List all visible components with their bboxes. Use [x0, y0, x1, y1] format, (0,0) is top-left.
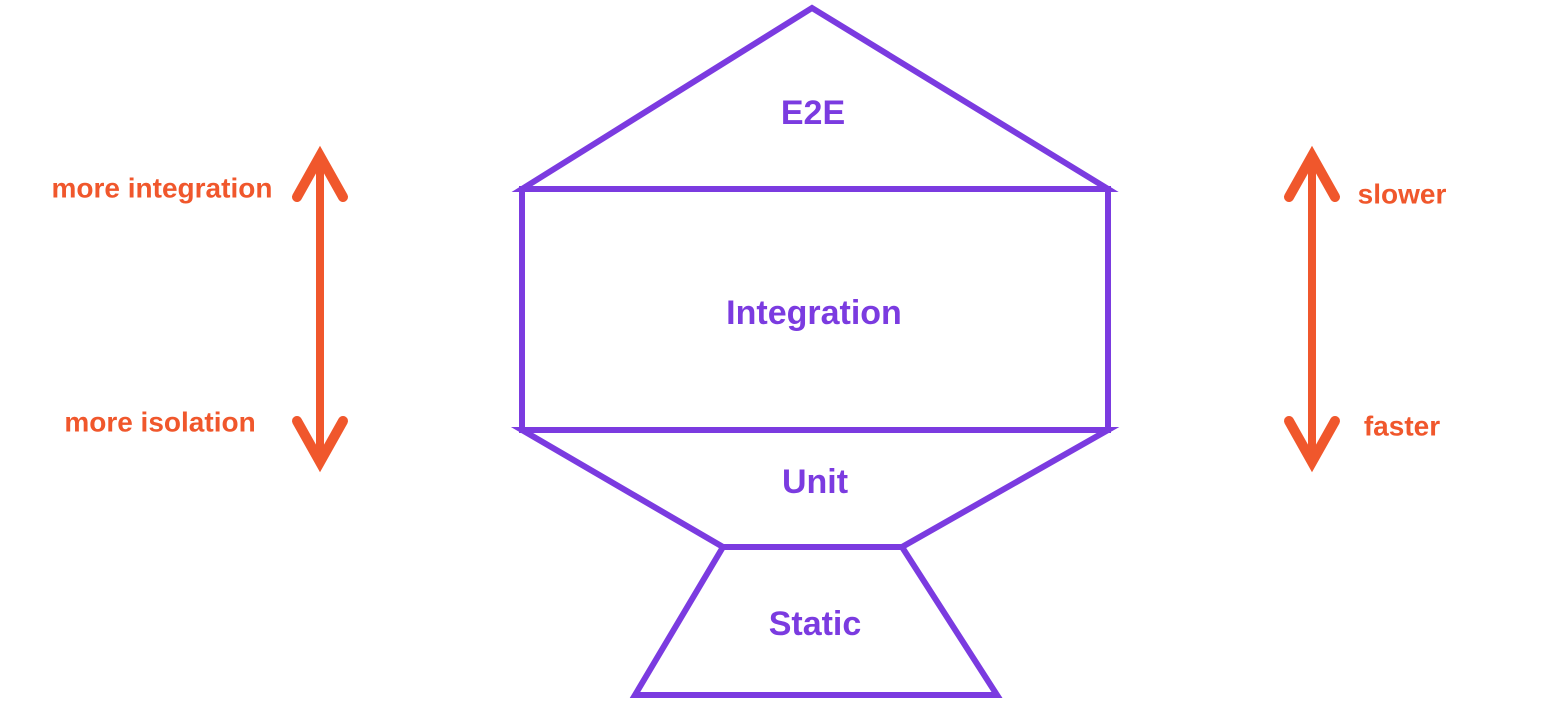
unit-label: Unit	[782, 463, 848, 501]
static-trapezoid	[629, 544, 1003, 698]
integration-label: Integration	[726, 294, 902, 332]
more-isolation-label: more isolation	[64, 407, 255, 438]
faster-label: faster	[1364, 411, 1440, 442]
slower-label: slower	[1358, 179, 1447, 210]
static-label: Static	[769, 605, 862, 643]
e2e-label: E2E	[781, 94, 845, 132]
integration-isolation-arrow-icon	[292, 145, 348, 473]
speed-arrow-icon	[1284, 145, 1340, 473]
more-integration-label: more integration	[52, 173, 273, 204]
